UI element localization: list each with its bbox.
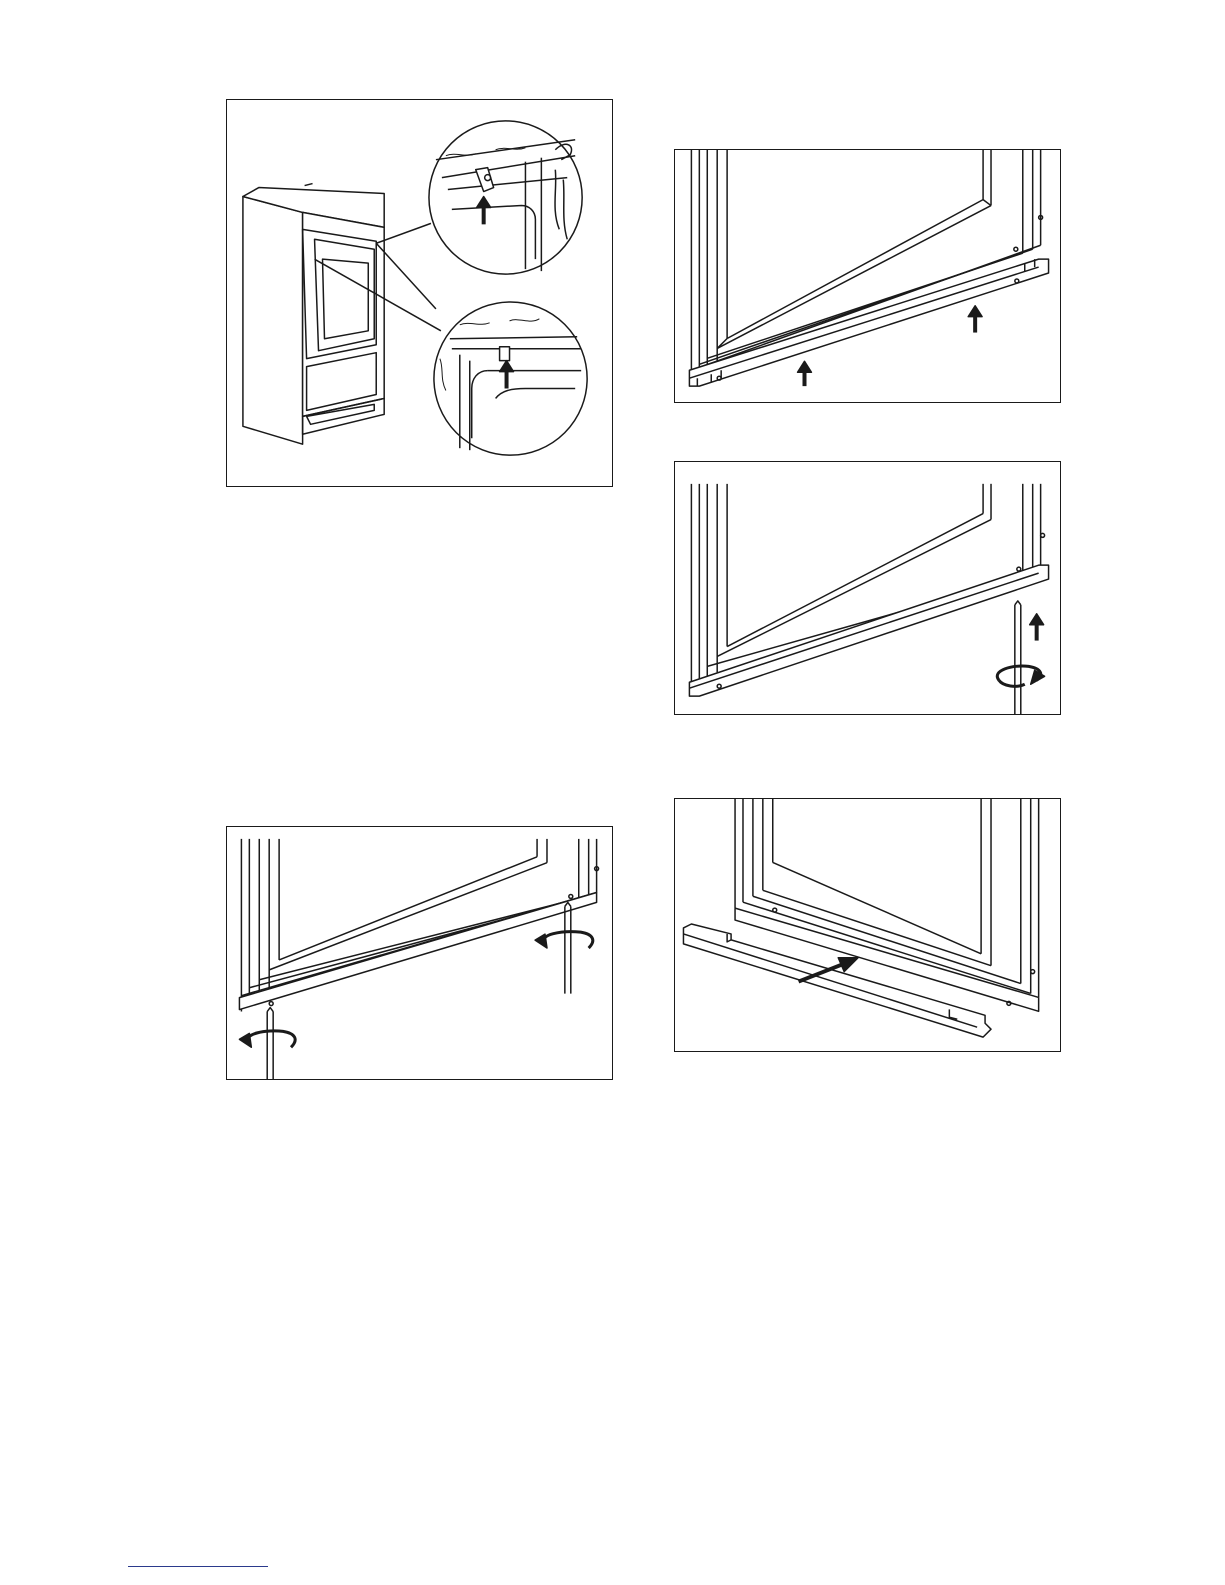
screwdriver-icon [565, 902, 571, 993]
figure-cabinet-brackets [226, 99, 613, 487]
figure-strip-insert [674, 149, 1061, 403]
up-arrow-icon [1030, 614, 1044, 641]
rotate-arrow-icon [535, 932, 593, 948]
figure-screwdriver-tighten [674, 461, 1061, 715]
strip-rail-icon [239, 892, 596, 1009]
screwdriver-icon [1015, 601, 1021, 714]
strip-rail-icon [689, 565, 1048, 696]
door-frame-icon [691, 150, 1042, 384]
up-arrow-icon [968, 306, 982, 333]
up-arrow-icon [798, 361, 812, 386]
strip-rail-icon [689, 259, 1048, 386]
cabinet-icon [243, 184, 384, 445]
screwdriver-icon [267, 1008, 273, 1079]
footer-rule [128, 1566, 268, 1567]
figure-two-screwdrivers [226, 826, 613, 1080]
upper-detail-callout [429, 121, 582, 274]
cover-strip-icon [683, 924, 991, 1037]
lower-detail-callout [434, 302, 587, 455]
figure-cover-slide [674, 798, 1061, 1052]
